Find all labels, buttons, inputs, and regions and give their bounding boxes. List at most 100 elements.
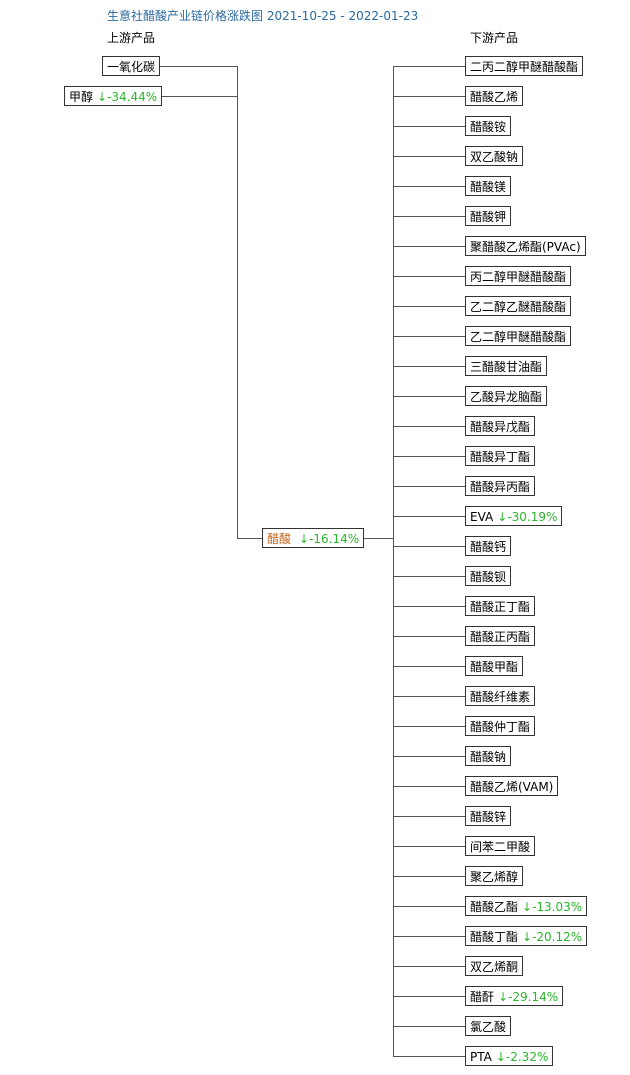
downstream-node[interactable]: 醋酸乙烯(VAM) [465, 776, 559, 796]
connector-line [393, 546, 466, 547]
downstream-node[interactable]: 间苯二甲酸 [465, 836, 536, 856]
connector-line [393, 516, 466, 517]
connector-line [393, 576, 466, 577]
downstream-node[interactable]: PTA↓-2.32% [465, 1046, 554, 1066]
node-name: 醋酸乙烯(VAM) [470, 780, 554, 794]
node-name: 醋酸仲丁酯 [470, 720, 531, 734]
downstream-node[interactable]: 醋酸锌 [465, 806, 512, 826]
downstream-node[interactable]: 乙二醇甲醚醋酸酯 [465, 326, 572, 346]
connector-line [393, 696, 466, 697]
connector-line [393, 666, 466, 667]
downstream-node[interactable]: EVA↓-30.19% [465, 506, 563, 526]
node-name: 醋酸异丁酯 [470, 450, 531, 464]
connector-line [393, 96, 466, 97]
node-name: 醋酸异丙酯 [470, 480, 531, 494]
connector-line [393, 756, 466, 757]
downstream-node[interactable]: 醋酸异丙酯 [465, 476, 536, 496]
connector-line [393, 306, 466, 307]
connector-line [393, 456, 466, 457]
downstream-node[interactable]: 醋酸钠 [465, 746, 512, 766]
connector-line [160, 66, 238, 67]
downstream-node[interactable]: 醋酸镁 [465, 176, 512, 196]
price-change: ↓-30.19% [497, 510, 558, 524]
downstream-node[interactable]: 醋酸仲丁酯 [465, 716, 536, 736]
connector-line [393, 426, 466, 427]
connector-line [393, 336, 466, 337]
downstream-node[interactable]: 醋酸异丁酯 [465, 446, 536, 466]
connector-line [393, 846, 466, 847]
node-name: 醋酸纤维素 [470, 690, 531, 704]
node-name: 醋酸铵 [470, 120, 507, 134]
downstream-node[interactable]: 聚乙烯醇 [465, 866, 524, 886]
upstream-node[interactable]: 一氧化碳 [102, 56, 161, 76]
node-name: 双乙酸钠 [470, 150, 519, 164]
downstream-node[interactable]: 聚醋酸乙烯酯(PVAc) [465, 236, 586, 256]
downstream-node[interactable]: 氯乙酸 [465, 1016, 512, 1036]
connector-line [393, 816, 466, 817]
node-name: 醋酸钙 [470, 540, 507, 554]
node-name: 三醋酸甘油酯 [470, 360, 543, 374]
downstream-node[interactable]: 乙酸异龙脑酯 [465, 386, 548, 406]
downstream-node[interactable]: 醋酸异戊酯 [465, 416, 536, 436]
node-name: 二丙二醇甲醚醋酸酯 [470, 60, 579, 74]
node-name: PTA [470, 1050, 492, 1064]
node-name: 醋酸异戊酯 [470, 420, 531, 434]
price-change: ↓-2.32% [495, 1050, 549, 1064]
node-name: 聚醋酸乙烯酯(PVAc) [470, 240, 581, 254]
connector-line [393, 936, 466, 937]
downstream-node[interactable]: 醋酸正丙酯 [465, 626, 536, 646]
downstream-node[interactable]: 丙二醇甲醚醋酸酯 [465, 266, 572, 286]
node-name: 醋酐 [470, 990, 495, 1004]
price-change: ↓-34.44% [97, 90, 158, 104]
downstream-node[interactable]: 醋酸甲酯 [465, 656, 524, 676]
downstream-node[interactable]: 醋酸铵 [465, 116, 512, 136]
price-change: ↓-29.14% [498, 990, 559, 1004]
downstream-node[interactable]: 醋酸乙烯 [465, 86, 524, 106]
downstream-node[interactable]: 双乙酸钠 [465, 146, 524, 166]
connector-line [364, 538, 394, 539]
node-name: EVA [470, 510, 494, 524]
downstream-node[interactable]: 醋酸钾 [465, 206, 512, 226]
center-node-name: 醋酸 [267, 532, 292, 546]
node-name: 醋酸正丁酯 [470, 600, 531, 614]
connector-line [393, 66, 466, 67]
down-arrow-icon: ↓ [498, 990, 509, 1004]
node-name: 醋酸钡 [470, 570, 507, 584]
downstream-node[interactable]: 醋酐↓-29.14% [465, 986, 564, 1006]
downstream-node[interactable]: 醋酸纤维素 [465, 686, 536, 706]
connector-line [393, 606, 466, 607]
connector-line [393, 726, 466, 727]
downstream-node[interactable]: 醋酸正丁酯 [465, 596, 536, 616]
node-name: 间苯二甲酸 [470, 840, 531, 854]
downstream-node[interactable]: 醋酸钡 [465, 566, 512, 586]
node-name: 醋酸乙烯 [470, 90, 519, 104]
down-arrow-icon: ↓ [497, 510, 508, 524]
down-arrow-icon: ↓ [495, 1050, 506, 1064]
node-name: 醋酸正丙酯 [470, 630, 531, 644]
downstream-node[interactable]: 醋酸乙酯↓-13.03% [465, 896, 588, 916]
connector-line [162, 96, 238, 97]
upstream-node[interactable]: 甲醇↓-34.44% [64, 86, 163, 106]
node-name: 双乙烯酮 [470, 960, 519, 974]
node-name: 醋酸丁酯 [470, 930, 519, 944]
center-node[interactable]: 醋酸 ↓-16.14% [262, 528, 365, 548]
downstream-node[interactable]: 三醋酸甘油酯 [465, 356, 548, 376]
connector-line [393, 216, 466, 217]
connector-line [393, 1056, 466, 1057]
downstream-node[interactable]: 醋酸钙 [465, 536, 512, 556]
node-name: 乙二醇甲醚醋酸酯 [470, 330, 567, 344]
connector-line [393, 396, 466, 397]
connector-line [393, 366, 466, 367]
price-change: ↓-16.14% [299, 532, 360, 546]
downstream-node[interactable]: 醋酸丁酯↓-20.12% [465, 926, 588, 946]
connector-line [393, 876, 466, 877]
down-arrow-icon: ↓ [299, 532, 310, 546]
node-name: 甲醇 [69, 90, 94, 104]
downstream-node[interactable]: 双乙烯酮 [465, 956, 524, 976]
downstream-node[interactable]: 乙二醇乙醚醋酸酯 [465, 296, 572, 316]
node-name: 醋酸锌 [470, 810, 507, 824]
connector-line [393, 246, 466, 247]
node-name: 醋酸钠 [470, 750, 507, 764]
node-name: 醋酸甲酯 [470, 660, 519, 674]
downstream-node[interactable]: 二丙二醇甲醚醋酸酯 [465, 56, 584, 76]
